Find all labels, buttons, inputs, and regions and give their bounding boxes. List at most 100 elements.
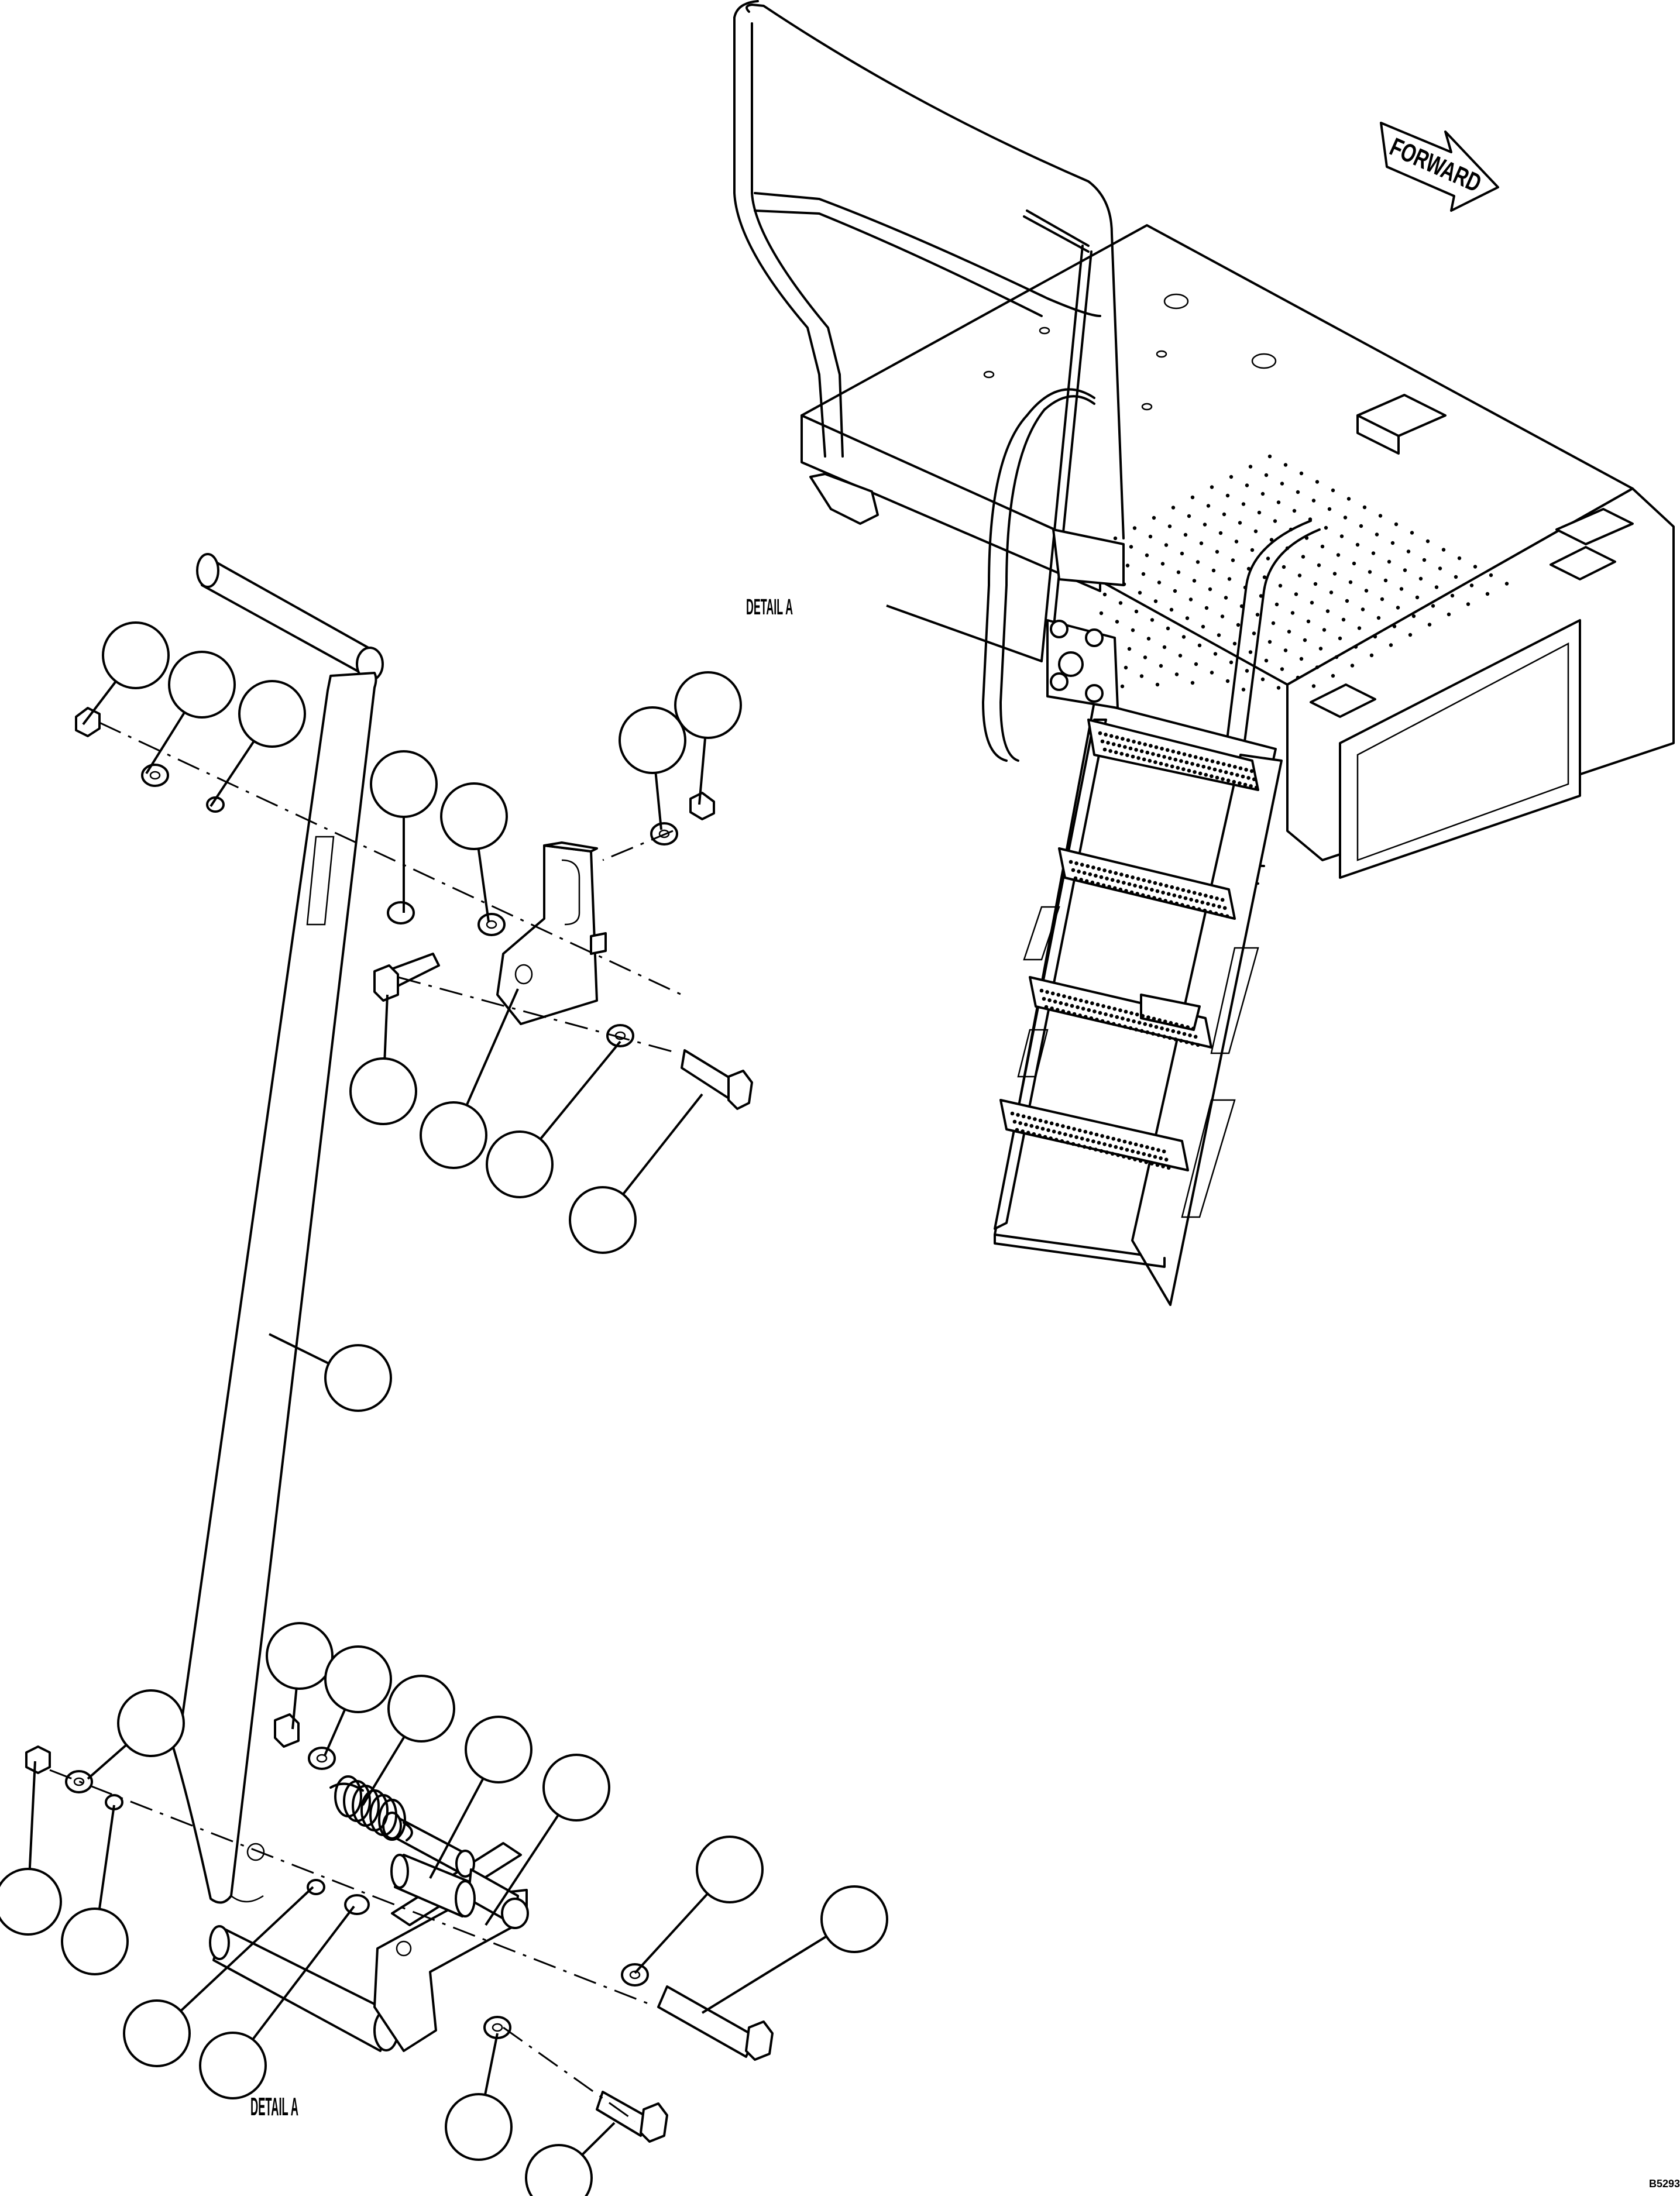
perforation-dot: [1143, 1022, 1148, 1026]
perforation-dot: [1197, 907, 1201, 912]
perforation-dot: [1136, 1150, 1140, 1155]
perforation-dot: [1139, 674, 1144, 678]
perforation-dot: [1224, 770, 1228, 775]
perforation-dot: [1142, 878, 1146, 882]
perforation-dot: [1190, 762, 1194, 766]
perforation-dot: [1169, 1020, 1173, 1025]
callout-leader: [698, 737, 707, 805]
perforation-dot: [1062, 994, 1066, 998]
perforation-dot: [1133, 884, 1137, 888]
perforation-dot: [1148, 1153, 1152, 1157]
perforation-dot: [1299, 471, 1304, 476]
perforation-dot: [1177, 1030, 1181, 1035]
perforation-dot: [1165, 1027, 1170, 1032]
perforation-dot: [1128, 1141, 1132, 1145]
perforation-dot: [1224, 596, 1228, 600]
perforation-dot: [1186, 1025, 1190, 1029]
perforation-dot: [1172, 893, 1177, 898]
perforation-dot: [1210, 485, 1214, 489]
perforation-dot: [1139, 1029, 1144, 1033]
perforation-dot: [1317, 563, 1321, 568]
detail-a-leader: [886, 604, 1042, 662]
perforation-dot: [1373, 634, 1377, 639]
perforation-dot: [1296, 490, 1300, 494]
perforation-dot: [1125, 1147, 1129, 1152]
perforation-dot: [1338, 636, 1342, 641]
perforation-dot: [1096, 882, 1100, 886]
perforation-dot: [1057, 1130, 1062, 1135]
perforation-dot: [1074, 1135, 1078, 1139]
perforation-dot: [1329, 590, 1334, 594]
perforation-dot: [1174, 672, 1179, 676]
perforation-dot: [1248, 465, 1253, 469]
perforation-dot: [1088, 1146, 1092, 1150]
perforation-dot: [1132, 1019, 1136, 1023]
perforation-dot: [1441, 548, 1446, 552]
perforation-dot: [1109, 1013, 1114, 1018]
perforation-dot: [1188, 1033, 1192, 1037]
perforation-dot: [1235, 773, 1239, 777]
callout-balloon: [117, 1689, 185, 1757]
perforation-dot: [1067, 995, 1072, 1000]
perforation-dot: [1046, 1128, 1050, 1132]
perforation-dot: [1085, 1137, 1090, 1142]
perforation-dot: [1176, 765, 1180, 770]
perforation-dot: [1091, 865, 1095, 870]
perforation-dot: [1447, 612, 1451, 617]
perforation-dot: [1079, 878, 1083, 882]
perforation-dot: [1144, 886, 1149, 891]
callout-leader: [209, 740, 255, 807]
perforation-dot: [1054, 1137, 1059, 1142]
perforation-dot: [1145, 1145, 1149, 1149]
perforation-dot: [1059, 1001, 1063, 1005]
perforation-dot: [1131, 628, 1135, 633]
perforation-dot: [1198, 892, 1203, 896]
perforation-dot: [1238, 521, 1242, 525]
perforation-dot: [1169, 900, 1173, 905]
perforation-dot: [1454, 575, 1458, 579]
callout-balloon: [820, 1885, 888, 1953]
perforation-dot: [1066, 1125, 1071, 1130]
perforation-dot: [1192, 579, 1197, 583]
perforation-dot: [1064, 1002, 1069, 1006]
perforation-dot: [1210, 671, 1214, 675]
perforation-dot: [1156, 1033, 1161, 1037]
perforation-dot: [1155, 889, 1160, 893]
perforation-dot: [1145, 750, 1150, 755]
spring-coil: [360, 1789, 389, 1831]
perforation-dot: [1097, 1140, 1101, 1145]
tension-spring: [329, 1775, 413, 1841]
perforation-dot: [1145, 1030, 1150, 1035]
perforation-dot: [1056, 992, 1061, 997]
perforation-dot: [1141, 572, 1146, 576]
perforation-dot: [1117, 1023, 1122, 1027]
perforation-dot: [1431, 604, 1435, 608]
perforation-dot: [1189, 898, 1193, 902]
perforation-dot: [1504, 582, 1509, 586]
perforation-dot: [1134, 609, 1139, 614]
perforation-dot: [1248, 650, 1253, 654]
perforation-dot: [1099, 611, 1104, 616]
perforation-dot: [1076, 1005, 1080, 1009]
perforation-dot: [1238, 781, 1242, 785]
perforation-dot: [1142, 757, 1146, 762]
perforation-dot: [1100, 1134, 1104, 1138]
perforation-dot: [1134, 1027, 1138, 1032]
perforation-dot: [1100, 1019, 1105, 1023]
perforation-dot: [1204, 772, 1208, 777]
lower-hardware: [25, 1713, 774, 2143]
perforation-dot: [1299, 657, 1304, 661]
callout-balloon: [370, 750, 438, 818]
perforation-dot: [1159, 1156, 1163, 1160]
perforation-dot: [1137, 741, 1142, 745]
perforation-dot: [1229, 660, 1234, 665]
perforation-dot: [1287, 630, 1291, 634]
lever: [166, 553, 384, 1904]
perforation-dot: [1341, 617, 1346, 622]
perforation-dot: [1352, 561, 1356, 566]
perforation-dot: [1203, 908, 1207, 913]
perforation-dot: [1119, 1146, 1124, 1150]
perforation-dot: [1026, 1130, 1030, 1135]
callout-leader: [701, 1935, 827, 2014]
perforation-dot: [1089, 1131, 1093, 1135]
